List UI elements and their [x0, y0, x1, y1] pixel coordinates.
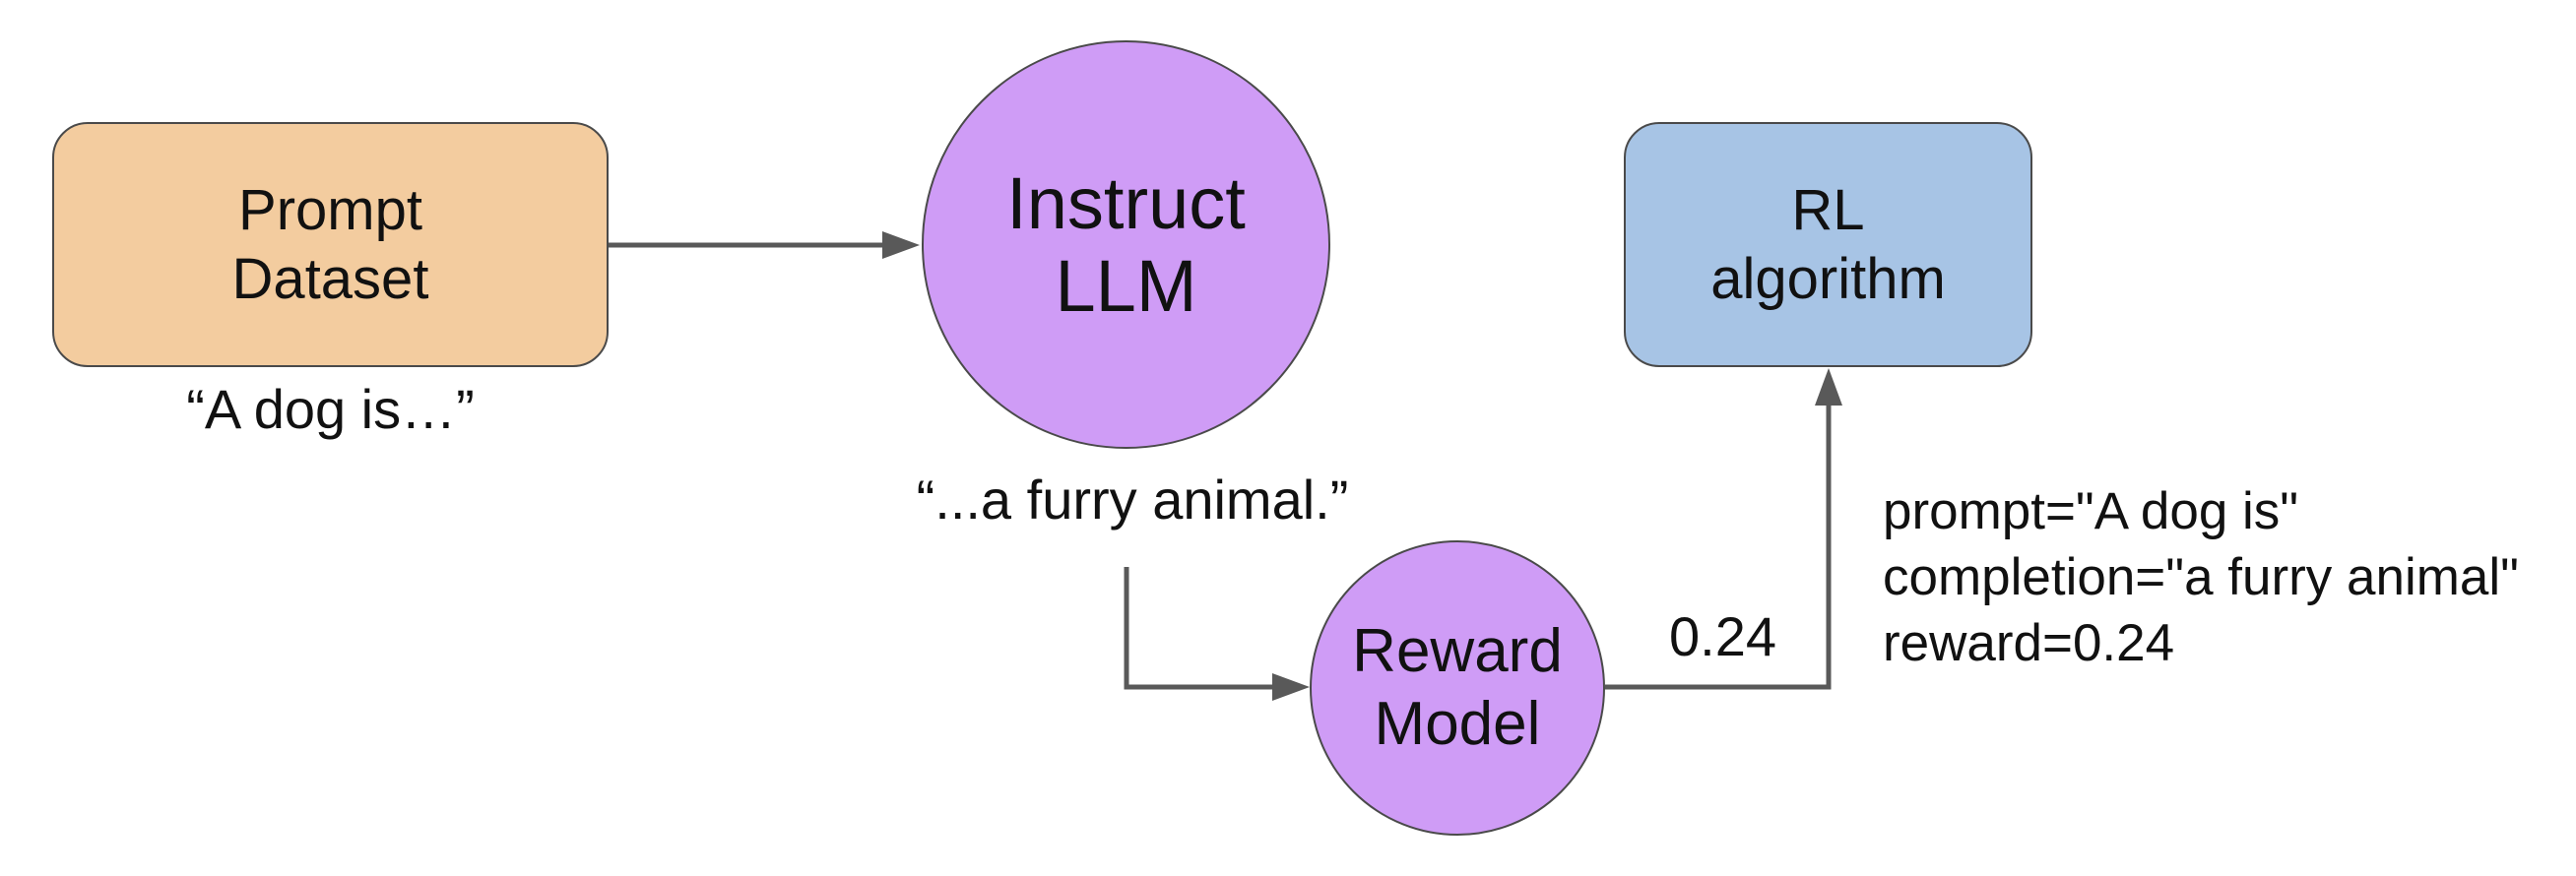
edge-llm-to-reward-head [1272, 673, 1310, 701]
instruct-llm-node: Instruct LLM [922, 40, 1330, 449]
edge-llm-to-reward [1124, 567, 1276, 690]
prompt-example-text: “A dog is…” [186, 378, 475, 440]
instruct-llm-label: Instruct LLM [1006, 161, 1246, 327]
rl-algorithm-label: RL algorithm [1710, 177, 1946, 311]
rl-algorithm-node: RL algorithm [1624, 122, 2032, 367]
edge-reward-to-rl-head [1815, 368, 1842, 406]
prompt-dataset-node: Prompt Dataset [52, 122, 609, 367]
prompt-dataset-label: Prompt Dataset [231, 177, 429, 311]
reward-model-label: Reward Model [1352, 617, 1563, 758]
rl-payload-text: prompt="A dog is" completion="a furry an… [1883, 482, 2519, 672]
reward-model-node: Reward Model [1310, 540, 1605, 836]
edge-reward-to-rl [1605, 404, 1832, 690]
edge-prompt-to-llm-head [882, 231, 920, 259]
reward-value-text: 0.24 [1669, 605, 1776, 667]
completion-example-text: “...a furry animal.” [916, 469, 1349, 531]
